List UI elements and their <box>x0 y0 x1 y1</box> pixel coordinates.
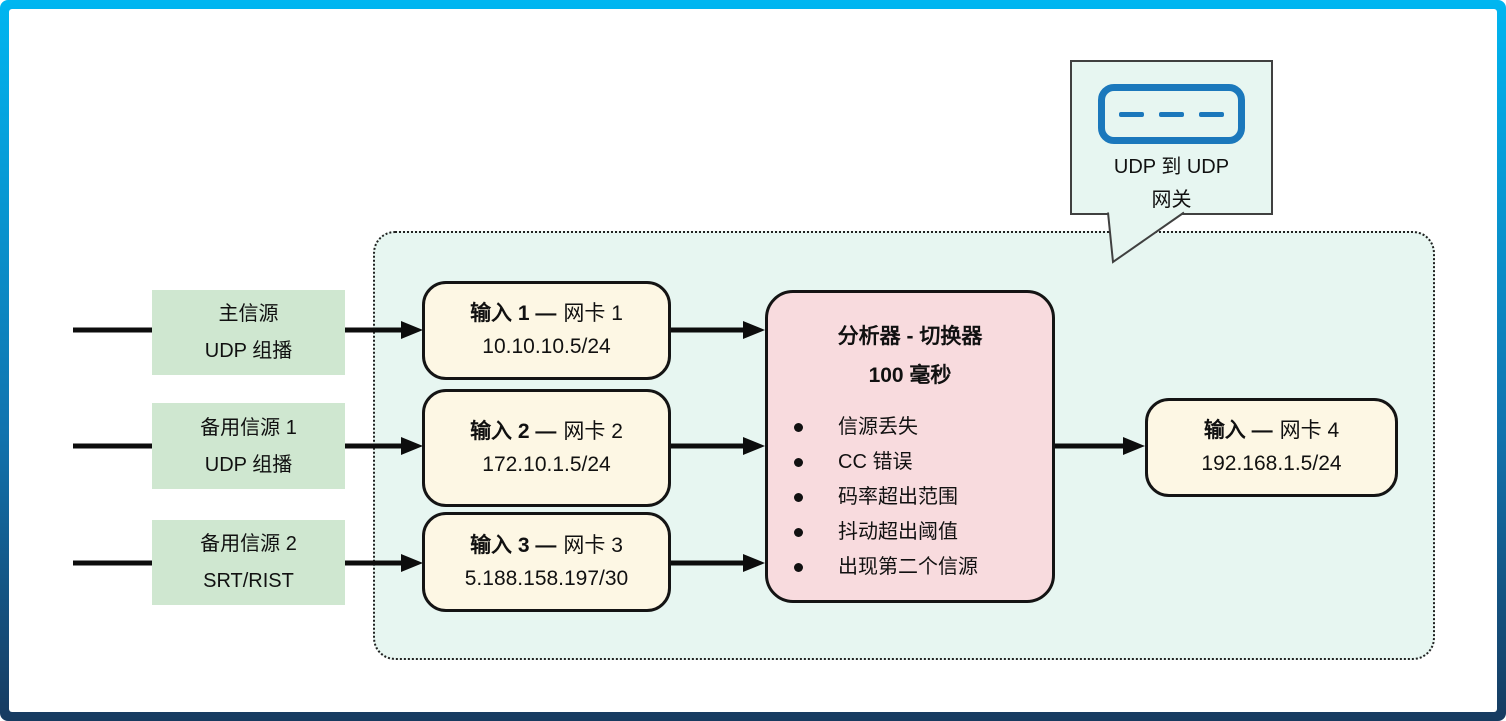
output-title-rest: 网卡 4 <box>1279 419 1340 442</box>
analyzer-bullet-list: 信源丢失 CC 错误 码率超出范围 抖动超出阈值 出现第二个信源 <box>768 414 1052 581</box>
input-address: 172.10.1.5/24 <box>482 452 611 476</box>
input-title: 输入 1 — 网卡 1 <box>470 301 623 327</box>
input-title-rest: 网卡 1 <box>563 302 623 325</box>
udp-gateway-icon <box>1098 84 1245 144</box>
input-address: 5.188.158.197/30 <box>464 566 629 590</box>
gateway-dash-icon <box>1199 111 1224 117</box>
input-title-rest: 网卡 3 <box>563 533 623 557</box>
gateway-dash-icon <box>1119 111 1144 117</box>
input-box-3: 输入 3 —网卡 3 5.188.158.197/30 <box>422 512 671 612</box>
source-box-backup1: 备用信源 1 UDP 组播 <box>152 403 345 489</box>
source-box-backup2: 备用信源 2 SRT/RIST <box>152 520 345 605</box>
output-title-bold: 输入 — <box>1203 419 1273 442</box>
bullet-item: 码率超出范围 <box>768 484 1052 511</box>
input-box-1: 输入 1 — 网卡 1 10.10.10.5/24 <box>422 281 671 380</box>
input-title: 输入 3 —网卡 3 <box>470 533 623 559</box>
input-address: 10.10.10.5/24 <box>482 335 611 358</box>
input-title: 输入 2 —网卡 2 <box>470 419 623 445</box>
callout-line1: UDP 到 UDP <box>1113 156 1230 178</box>
analyzer-title: 分析器 - 切换器 <box>837 325 983 348</box>
source-protocol: SRT/RIST <box>203 570 294 592</box>
bullet-item: 抖动超出阈值 <box>768 519 1052 546</box>
bullet-item: CC 错误 <box>768 449 1052 476</box>
callout-line2: 网关 <box>1151 189 1192 211</box>
output-address: 192.168.1.5/24 <box>1201 452 1342 475</box>
source-box-primary: 主信源 UDP 组播 <box>152 290 345 375</box>
input-title-bold: 输入 1 — <box>470 302 557 325</box>
input-title-rest: 网卡 2 <box>563 419 623 443</box>
source-label: 备用信源 2 <box>200 533 297 555</box>
source-protocol: UDP 组播 <box>204 453 293 476</box>
analyzer-subtitle: 100 毫秒 <box>868 364 952 387</box>
output-box: 输入 — 网卡 4 192.168.1.5/24 <box>1145 398 1398 497</box>
input-title-bold: 输入 2 — <box>470 419 557 443</box>
gateway-dash-icon <box>1159 111 1184 117</box>
output-title: 输入 — 网卡 4 <box>1204 418 1339 444</box>
input-box-2: 输入 2 —网卡 2 172.10.1.5/24 <box>422 389 671 507</box>
bullet-item: 出现第二个信源 <box>768 554 1052 581</box>
input-title-bold: 输入 3 — <box>470 533 557 557</box>
udp-gateway-callout: UDP 到 UDP 网关 <box>1070 60 1273 215</box>
source-protocol: UDP 组播 <box>204 340 293 362</box>
source-label: 主信源 <box>218 303 279 325</box>
source-label: 备用信源 1 <box>200 416 297 439</box>
analyzer-switcher-box: 分析器 - 切换器 100 毫秒 信源丢失 CC 错误 码率超出范围 抖动超出阈… <box>765 290 1055 603</box>
bullet-item: 信源丢失 <box>768 414 1052 441</box>
